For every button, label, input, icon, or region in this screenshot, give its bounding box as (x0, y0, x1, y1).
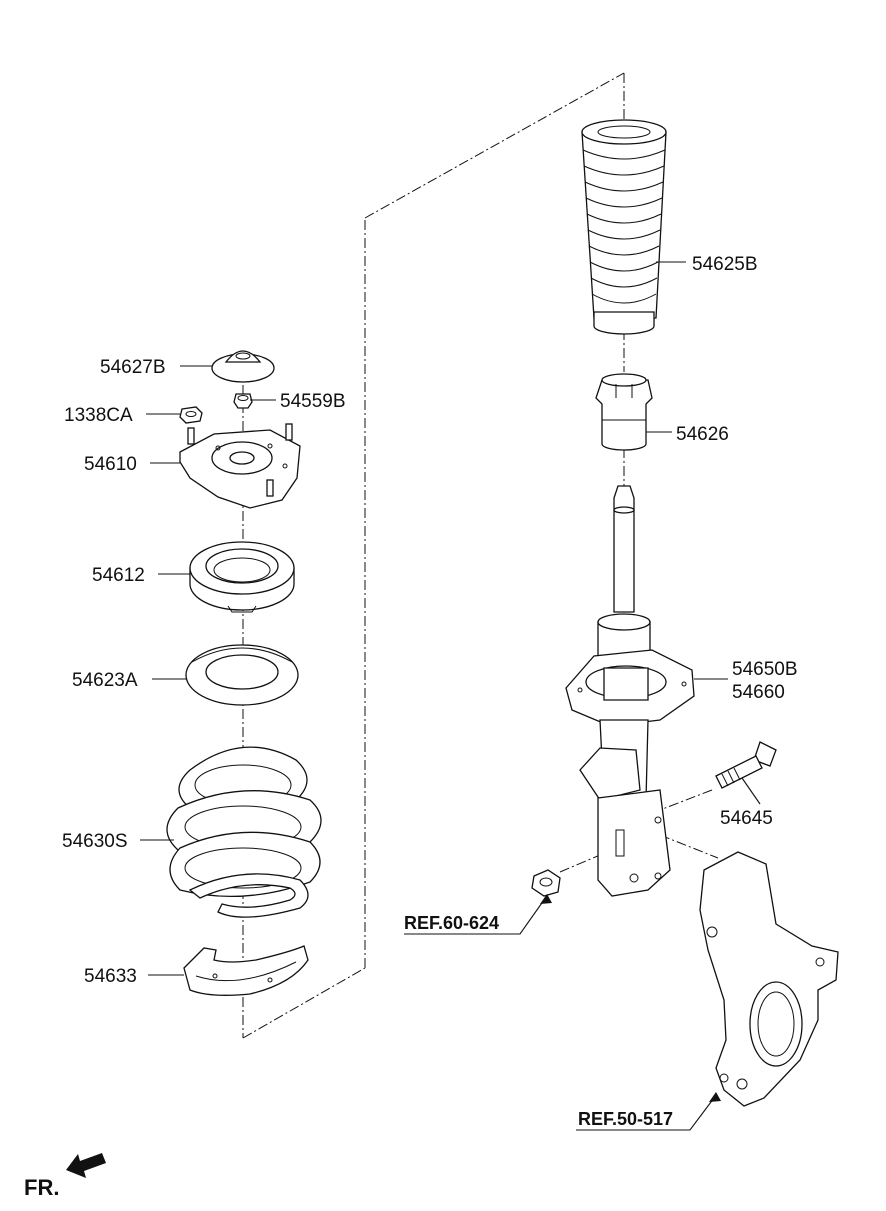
label-54633[interactable]: 54633 (84, 966, 137, 987)
part-54625B-dust-cover[interactable] (581, 119, 667, 335)
assembly-lines (242, 72, 719, 1039)
leader-lines (140, 261, 761, 1131)
label-54650B[interactable]: 54650B (732, 659, 798, 680)
part-54645-bolt[interactable] (715, 741, 777, 789)
part-54559B-nut[interactable] (233, 393, 253, 409)
label-54623A[interactable]: 54623A (72, 670, 138, 691)
part-54610-top-mount[interactable] (179, 423, 301, 509)
part-54650B-strut-assembly[interactable] (565, 485, 695, 897)
part-54630S-coil-spring[interactable] (166, 746, 322, 918)
part-1338CA-nut[interactable] (179, 406, 203, 424)
label-54626[interactable]: 54626 (676, 424, 729, 445)
label-54610[interactable]: 54610 (84, 454, 137, 475)
part-ref-50-517-knuckle[interactable] (699, 851, 839, 1107)
label-ref-50-517[interactable]: REF.50-517 (578, 1109, 673, 1129)
part-54623A-spring-pad[interactable] (185, 644, 299, 706)
label-54625B[interactable]: 54625B (692, 254, 758, 275)
part-54626-bumper[interactable] (595, 373, 653, 451)
part-54633-lower-pad[interactable] (183, 945, 309, 996)
part-54627B-cap[interactable] (211, 350, 275, 383)
label-54612[interactable]: 54612 (92, 565, 145, 586)
label-54627B[interactable]: 54627B (100, 357, 166, 378)
part-labels: 54627B 1338CA 54559B 54610 54612 54623A … (24, 254, 798, 1200)
front-direction-arrow-icon (66, 1153, 106, 1178)
label-54559B[interactable]: 54559B (280, 391, 346, 412)
label-54645[interactable]: 54645 (720, 808, 773, 829)
label-54660[interactable]: 54660 (732, 682, 785, 703)
label-ref-60-624[interactable]: REF.60-624 (404, 913, 499, 933)
part-54612-bearing[interactable] (189, 541, 295, 613)
label-54630S[interactable]: 54630S (62, 831, 128, 852)
label-1338CA[interactable]: 1338CA (64, 405, 133, 426)
part-ref-60-624-nut[interactable] (531, 869, 561, 897)
label-front: FR. (24, 1175, 59, 1200)
